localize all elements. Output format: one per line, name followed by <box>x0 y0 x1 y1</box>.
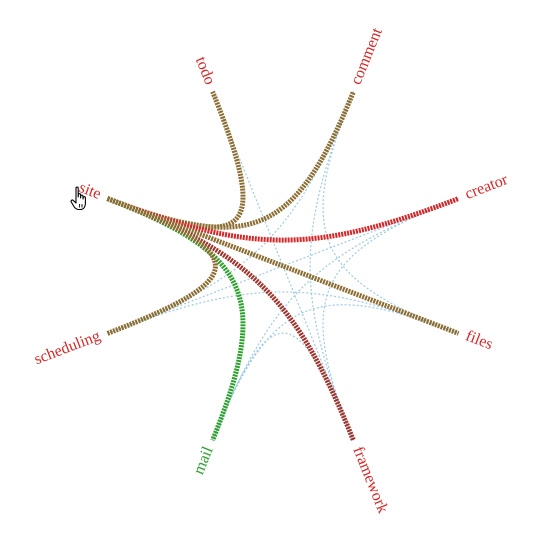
link-creator-scheduling <box>107 198 459 334</box>
link-site-creator <box>106 196 460 243</box>
link-files-mail <box>212 304 459 441</box>
link-comment-framework <box>309 91 354 441</box>
node-label-creator[interactable]: creator <box>463 171 511 203</box>
highlighted-links-layer <box>106 90 460 442</box>
node-label-mail[interactable]: mail <box>190 444 217 477</box>
node-label-todo[interactable]: todo <box>192 54 218 87</box>
link-site-scheduling <box>106 196 218 336</box>
node-label-comment[interactable]: comment <box>348 25 386 87</box>
node-label-scheduling[interactable]: scheduling <box>32 327 103 368</box>
link-comment-files <box>322 91 459 334</box>
node-label-files[interactable]: files <box>463 327 495 353</box>
node-label-framework[interactable]: framework <box>349 444 391 515</box>
node-label-site[interactable]: site <box>77 179 104 203</box>
